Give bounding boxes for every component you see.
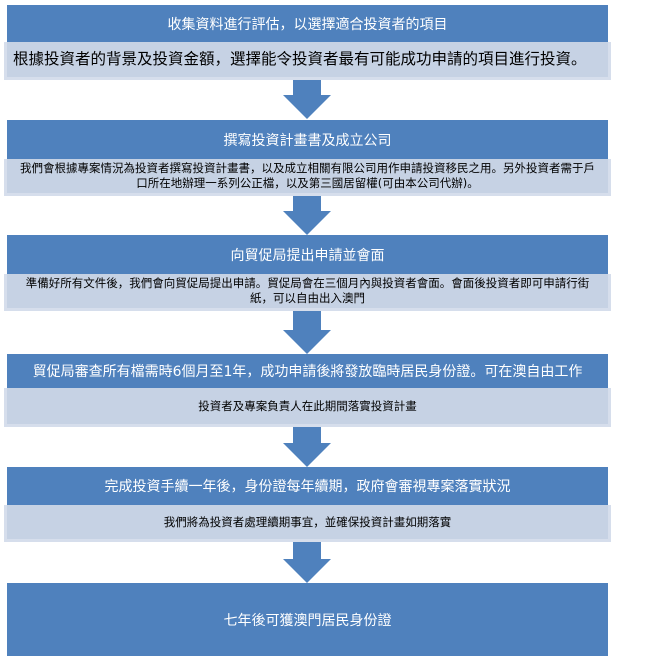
step-5-title: 完成投資手續一年後，身份證每年續期，政府會審視專案落實狀況 xyxy=(7,467,608,505)
step-2-title: 撰寫投資計畫書及成立公司 xyxy=(7,120,608,159)
step-2-detail: 我們會根據專案情況為投資者撰寫投資計畫書，以及成立相關有限公司用作申請投資移民之… xyxy=(4,159,611,196)
down-arrow-icon xyxy=(283,196,331,235)
step-4-detail: 投資者及專案負責人在此期間落實投資計畫 xyxy=(4,388,611,427)
step-1-title: 收集資料進行評估，以選擇適合投資者的項目 xyxy=(7,5,608,42)
final-step-title: 七年後可獲澳門居民身份證 xyxy=(7,583,608,656)
step-3-title: 向貿促局提出申請並會面 xyxy=(7,235,608,274)
step-4-title: 貿促局審查所有檔需時6個月至1年，成功申請後將發放臨時居民身份證。可在澳自由工作 xyxy=(7,354,608,388)
down-arrow-icon xyxy=(283,427,331,467)
step-5-detail: 我們將為投資者處理續期事宜，並確保投資計畫如期落實 xyxy=(4,505,611,542)
down-arrow-icon xyxy=(283,542,331,583)
down-arrow-icon xyxy=(283,311,331,354)
step-1-detail: 根據投資者的背景及投資金額，選擇能令投資者最有可能成功申請的項目進行投資。 xyxy=(4,42,611,80)
step-3-detail: 準備好所有文件後，我們會向貿促局提出申請。貿促局會在三個月內與投資者會面。會面後… xyxy=(4,274,611,311)
down-arrow-icon xyxy=(283,80,331,119)
